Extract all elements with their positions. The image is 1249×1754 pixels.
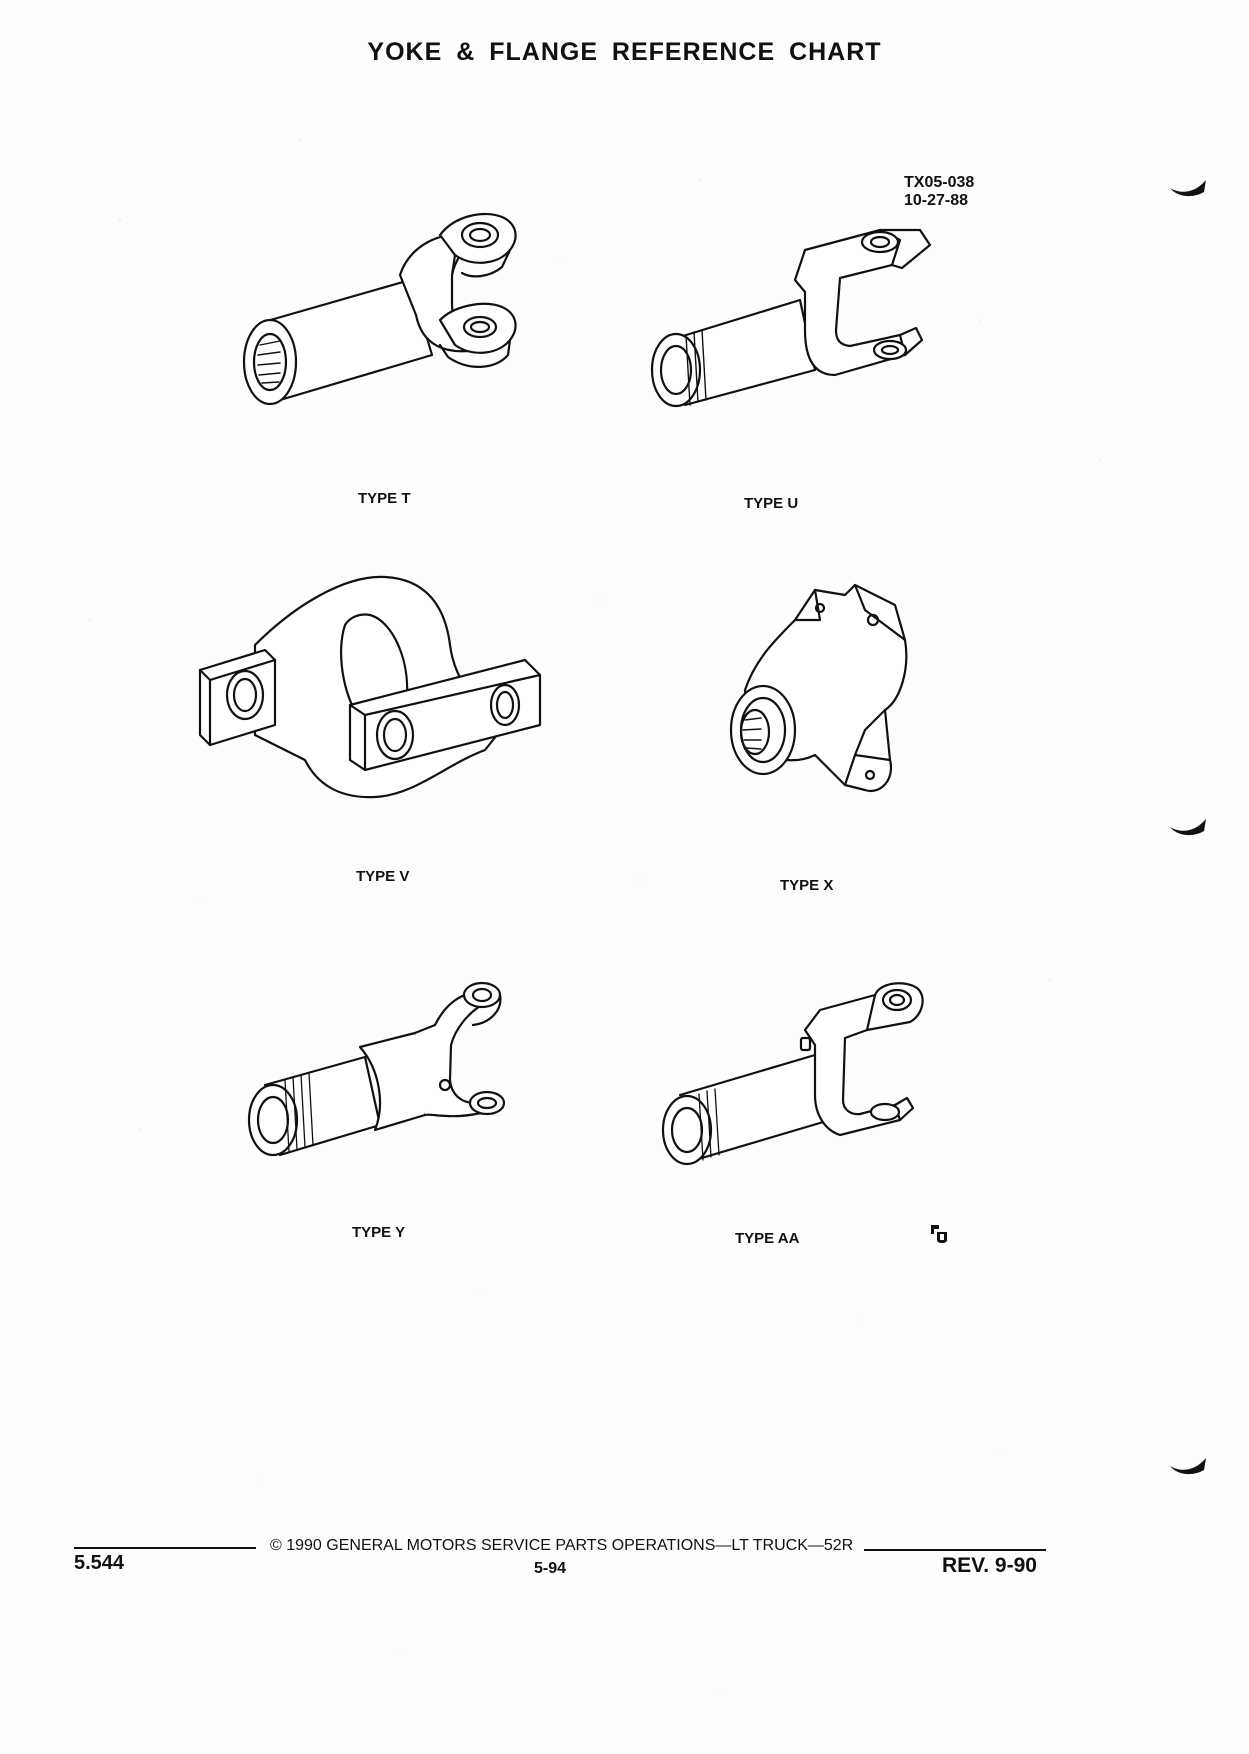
type-v-illustration	[198, 575, 542, 799]
page-number: 5-94	[534, 1560, 567, 1577]
figure-id: TX05-038 10-27-88	[904, 174, 974, 210]
type-y-illustration	[247, 981, 506, 1157]
figure-id-code: TX05-038	[904, 174, 975, 191]
type-t-illustration	[242, 213, 517, 406]
binder-mark-middle	[1170, 819, 1206, 836]
type-aa-illustration	[661, 982, 924, 1166]
type-aa-label: TYPE AA	[735, 1230, 800, 1247]
binder-mark-top	[1170, 180, 1206, 197]
binder-mark-bottom	[1170, 1458, 1206, 1475]
type-u-illustration	[650, 228, 932, 408]
type-x-illustration	[729, 583, 908, 793]
type-t-label: TYPE T	[358, 490, 411, 507]
revision-label: REV. 9-90	[942, 1554, 1037, 1577]
type-y-label: TYPE Y	[352, 1224, 406, 1241]
footer-rule-left	[74, 1547, 256, 1549]
footer-rule-right	[864, 1549, 1046, 1551]
copyright-notice: © 1990 GENERAL MOTORS SERVICE PARTS OPER…	[270, 1537, 854, 1554]
page-title: YOKE & FLANGE REFERENCE CHART	[367, 38, 882, 66]
gm-logo-icon	[931, 1225, 947, 1243]
section-number: 5.544	[74, 1552, 125, 1574]
type-u-label: TYPE U	[744, 495, 799, 512]
figure-id-date: 10-27-88	[904, 192, 969, 209]
type-v-label: TYPE V	[356, 868, 410, 885]
type-x-label: TYPE X	[780, 877, 834, 894]
